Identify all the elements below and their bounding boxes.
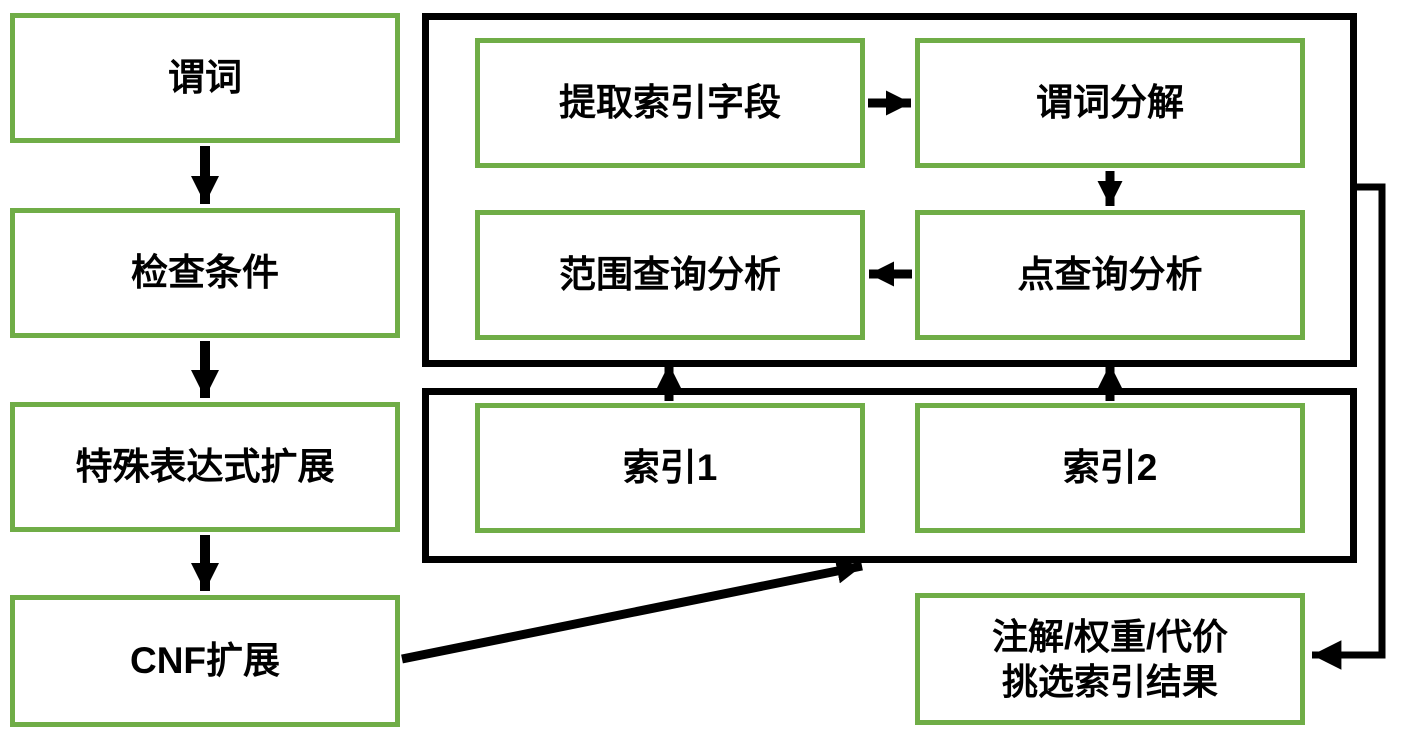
node-extract-index-fields: 提取索引字段	[475, 38, 865, 168]
node-index2-label: 索引2	[1062, 446, 1158, 488]
node-special-expr-expand: 特殊表达式扩展	[10, 402, 400, 532]
node-range-query-analysis-label: 范围查询分析	[559, 253, 781, 295]
node-select-index-result: 注解/权重/代价 挑选索引结果	[915, 593, 1305, 725]
node-special-expr-expand-label: 特殊表达式扩展	[75, 445, 335, 487]
node-predicate: 谓词	[10, 13, 400, 143]
node-check-condition-label: 检查条件	[131, 251, 279, 293]
arrow-cnf-to-index-container	[401, 558, 863, 664]
node-cnf-expand-label: CNF扩展	[129, 639, 281, 681]
node-predicate-label: 谓词	[168, 56, 242, 98]
node-index1: 索引1	[475, 403, 865, 533]
node-select-index-result-line2: 挑选索引结果	[1001, 661, 1218, 702]
node-predicate-decompose-label: 谓词分解	[1036, 81, 1184, 123]
node-point-query-analysis: 点查询分析	[915, 210, 1305, 340]
node-point-query-analysis-label: 点查询分析	[1017, 253, 1203, 295]
node-index1-label: 索引1	[622, 446, 718, 488]
node-predicate-decompose: 谓词分解	[915, 38, 1305, 168]
node-cnf-expand: CNF扩展	[10, 595, 400, 727]
node-range-query-analysis: 范围查询分析	[475, 210, 865, 340]
node-extract-index-fields-label: 提取索引字段	[559, 81, 781, 123]
node-check-condition: 检查条件	[10, 208, 400, 338]
node-index2: 索引2	[915, 403, 1305, 533]
node-select-index-result-line1: 注解/权重/代价	[991, 616, 1228, 657]
